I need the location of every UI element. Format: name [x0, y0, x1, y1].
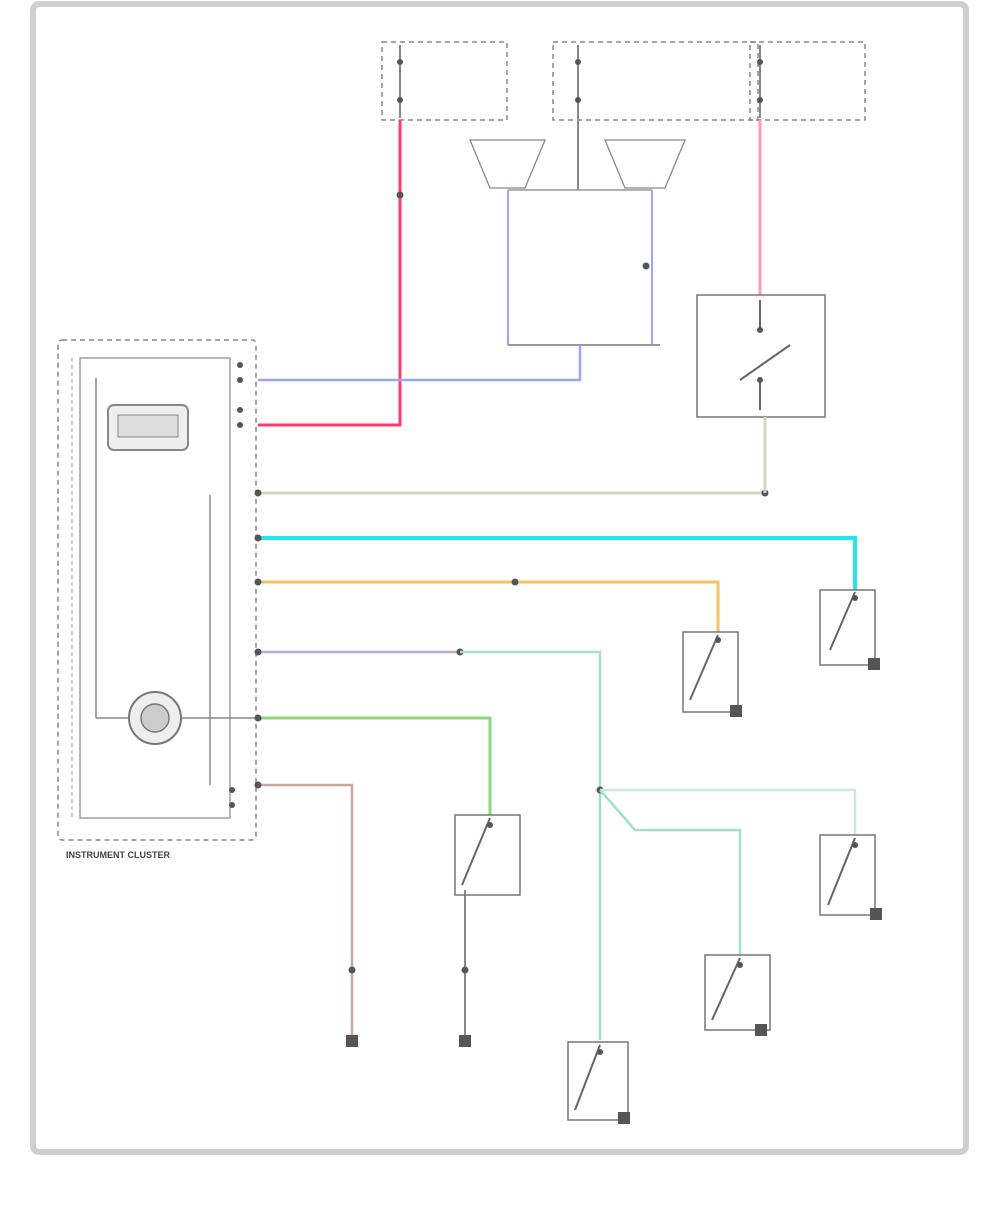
wire-blue [258, 345, 582, 382]
right-rear-switch [819, 834, 882, 920]
lamp-icon [128, 691, 182, 745]
wire-yellow [258, 580, 720, 632]
wire-red-main [258, 120, 402, 427]
wire-lightgreen-main [460, 650, 602, 1040]
top-left-module [381, 41, 508, 121]
diagram-frame [30, 1, 969, 1155]
cluster-pins [229, 362, 262, 808]
rear-switch [567, 1041, 630, 1124]
center-box [507, 189, 660, 346]
right-upper-switch [696, 294, 826, 493]
svg-text:INSTRUMENT CLUSTER: INSTRUMENT CLUSTER [66, 850, 170, 860]
wire-green [258, 716, 492, 815]
mid-switch [454, 814, 521, 896]
bottom-mid-ground [459, 1035, 471, 1047]
instrument-cluster: INSTRUMENT CLUSTER [57, 339, 262, 860]
top-center-module [552, 41, 759, 190]
top-right-module [749, 41, 866, 121]
bottom-left-ground [346, 1035, 358, 1047]
right-switch [819, 589, 880, 670]
wire-lightgreen-right [600, 788, 857, 835]
wire-cyan [258, 536, 857, 590]
center-upper-labels [469, 139, 686, 189]
wire-lightgreen-mid [599, 789, 742, 955]
left-rear-switch [704, 954, 771, 1036]
left-door-switch [682, 631, 742, 717]
gauge-icon [107, 404, 189, 451]
wire-brown [258, 783, 354, 1040]
